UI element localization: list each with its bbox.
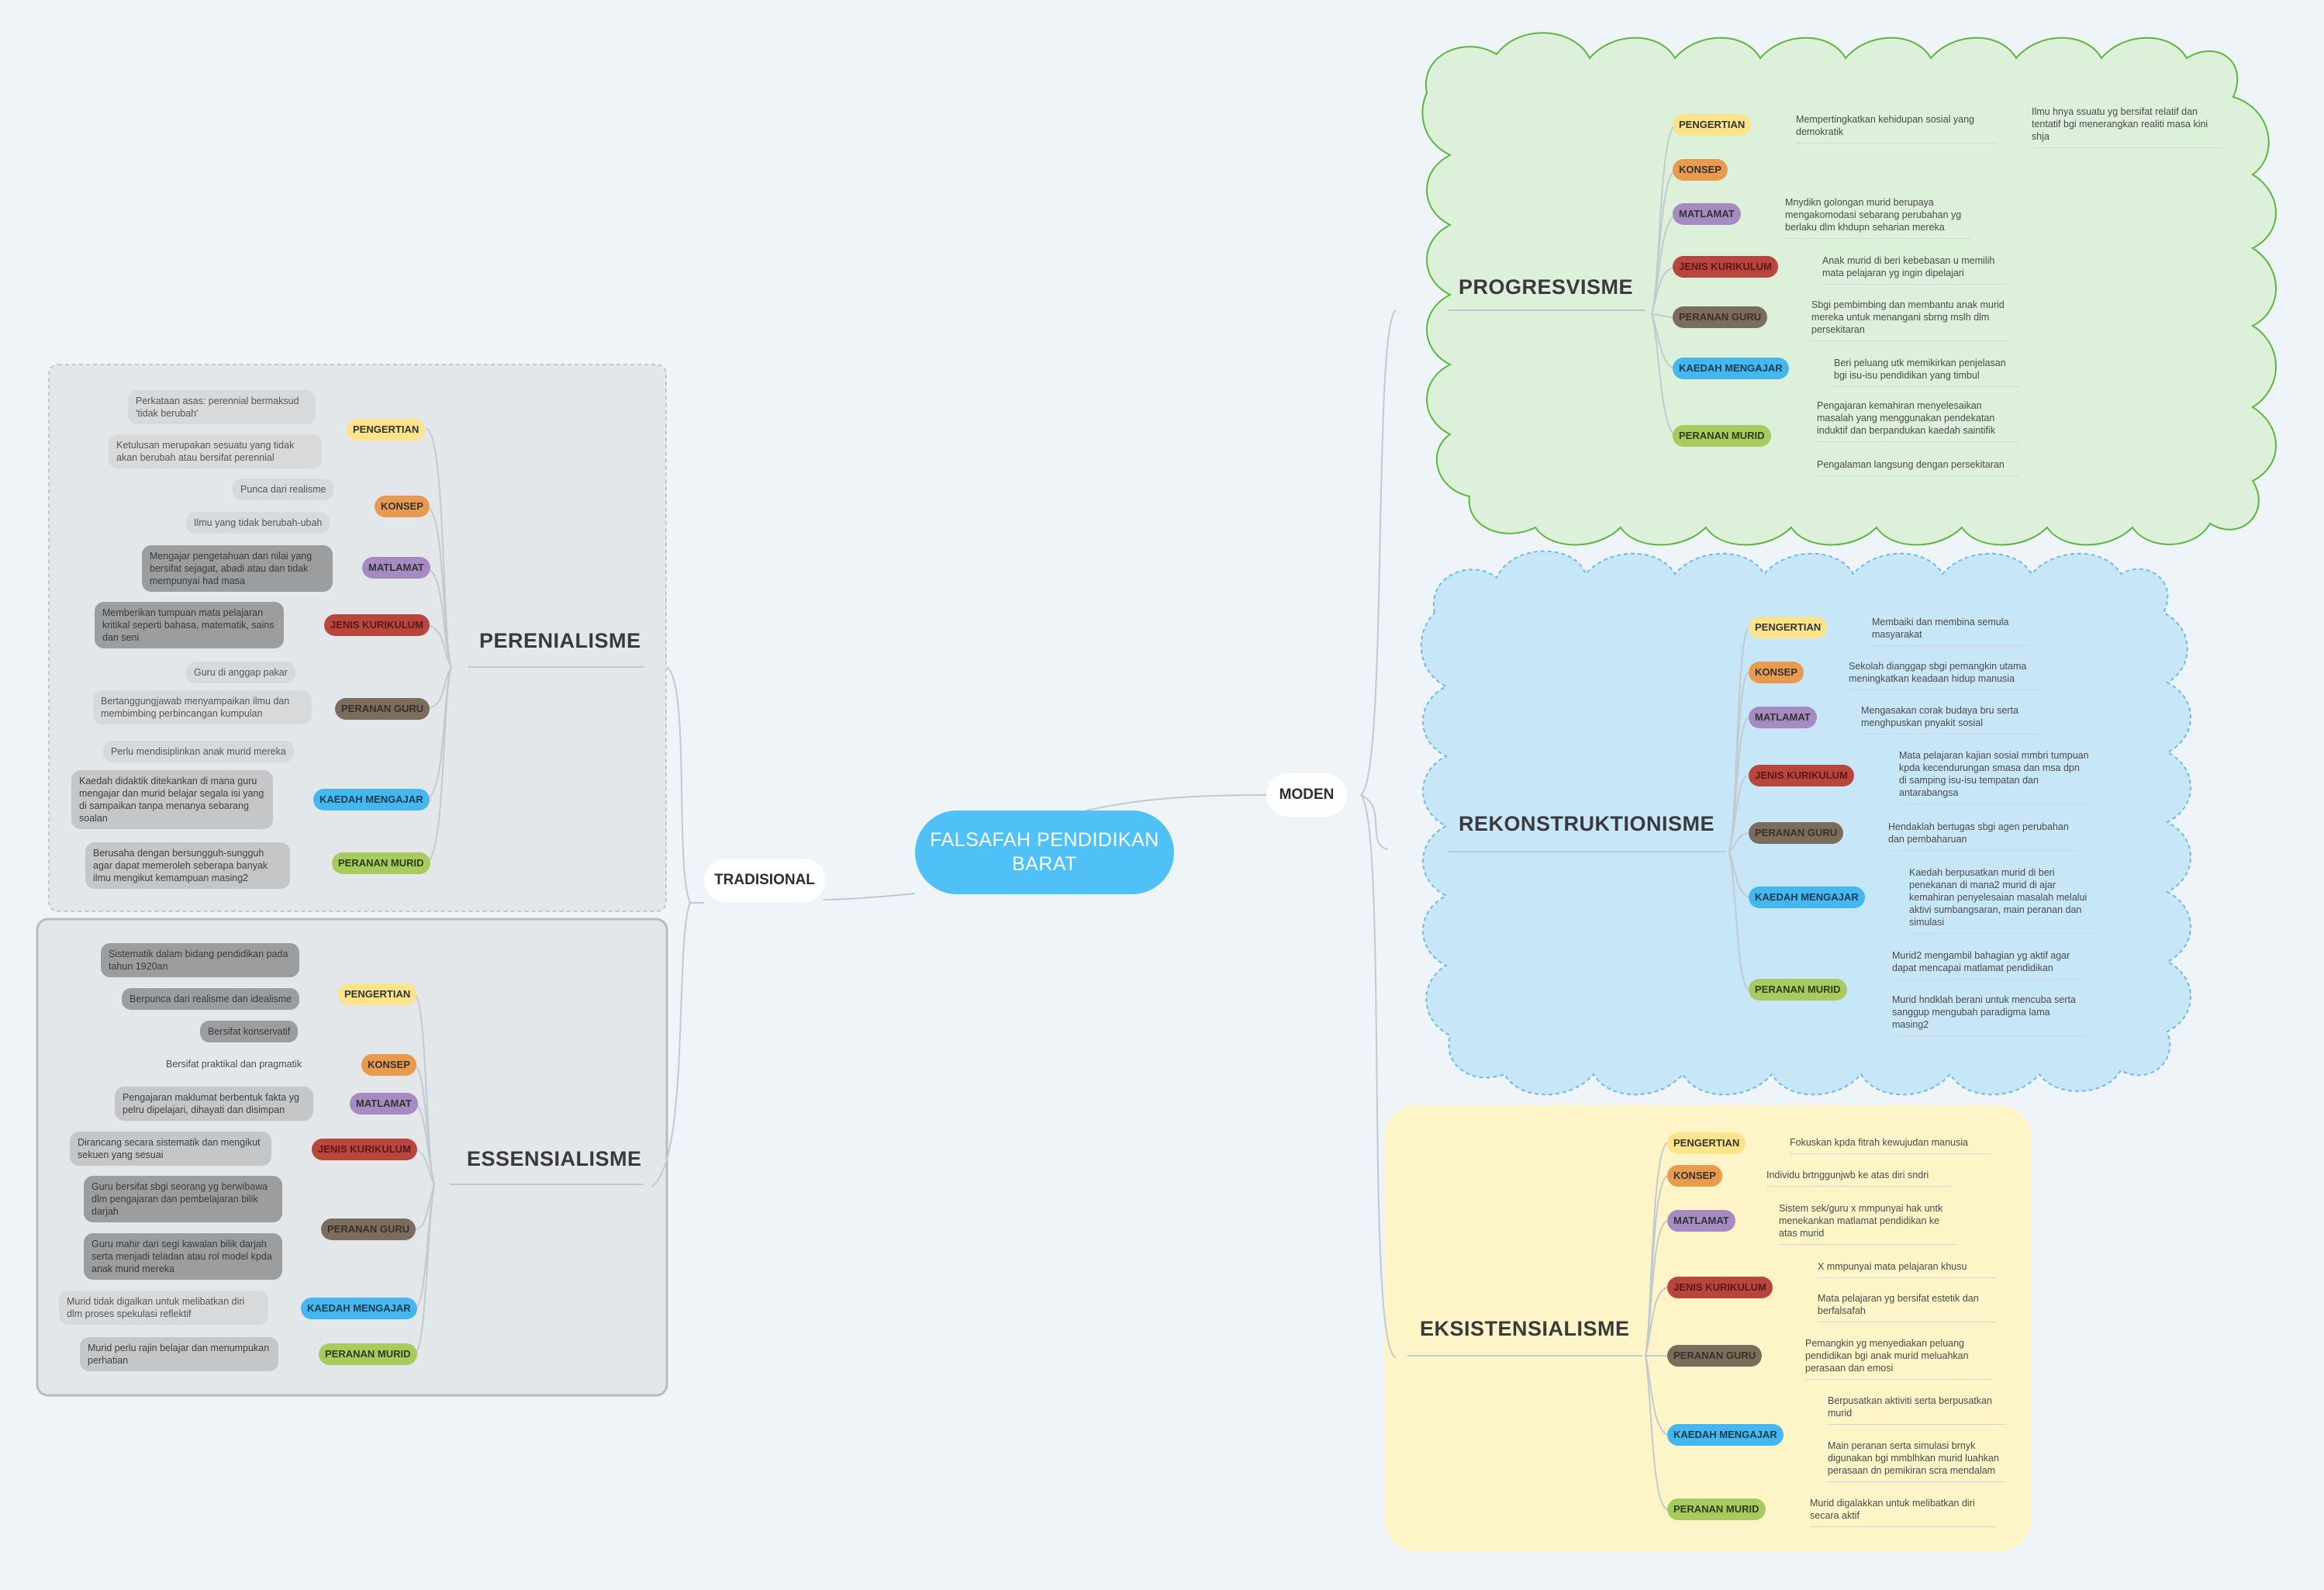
perenialisme-title[interactable]: PERENIALISME (479, 629, 641, 652)
eksis-jenis-leaf-1[interactable]: X mmpunyai mata pelajaran khusu (1818, 1260, 1996, 1278)
rekon-kaedah-pill[interactable]: KAEDAH MENGAJAR (1749, 887, 1865, 908)
rekon-kaedah-leaf[interactable]: Kaedah berpusatkan murid di beri penekan… (1909, 866, 2099, 934)
eksis-matlamat-leaf[interactable]: Sistem sek/guru x mmpunyai hak untk mene… (1779, 1202, 1957, 1245)
progresvisme-kaedah-pill[interactable]: KAEDAH MENGAJAR (1673, 358, 1789, 379)
progresvisme-jenis-pill[interactable]: JENIS KURIKULUM (1673, 256, 1778, 278)
rekon-jenis-leaf[interactable]: Mata pelajaran kajian sosial mmbri tumpu… (1899, 749, 2089, 804)
progresvisme-matlamat-pill[interactable]: MATLAMAT (1673, 203, 1741, 225)
progresvisme-kaedah-leaf[interactable]: Beri peluang utk memikirkan penjelasan b… (1834, 357, 2020, 387)
progresvisme-guru-pill[interactable]: PERANAN GURU (1673, 306, 1768, 328)
rekon-jenis-pill[interactable]: JENIS KURIKULUM (1749, 765, 1854, 786)
essensial-murid-pill[interactable]: PERANAN MURID (319, 1343, 417, 1365)
essensial-pengertian-leaf-1[interactable]: Sistematik dalam bidang pendidikan pada … (101, 943, 299, 977)
progresvisme-konsep-pill[interactable]: KONSEP (1673, 159, 1728, 181)
rekon-matlamat-pill[interactable]: MATLAMAT (1749, 707, 1817, 728)
eksis-matlamat-pill[interactable]: MATLAMAT (1667, 1210, 1735, 1232)
essensial-pengertian-pill[interactable]: PENGERTIAN (338, 983, 417, 1005)
progresvisme-pengertian-leaf-2[interactable]: Ilmu hnya ssuatu yg bersifat relatif dan… (2032, 105, 2222, 148)
perenial-matlamat-leaf[interactable]: Mengajar pengetahuan dan nilai yang bers… (142, 545, 333, 592)
rekon-murid-pill[interactable]: PERANAN MURID (1749, 979, 1847, 1001)
essensial-guru-leaf-1[interactable]: Guru bersifat sbgi seorang yg berwibawa … (84, 1176, 282, 1222)
eksis-guru-leaf[interactable]: Pemangkin yg menyediakan peluang pendidi… (1805, 1337, 1991, 1380)
essensial-jenis-pill[interactable]: JENIS KURIKULUM (312, 1139, 417, 1160)
perenial-matlamat-pill[interactable]: MATLAMAT (362, 557, 430, 579)
eksis-konsep-pill[interactable]: KONSEP (1667, 1165, 1722, 1187)
eksis-kaedah-pill[interactable]: KAEDAH MENGAJAR (1667, 1424, 1784, 1446)
eksis-murid-leaf[interactable]: Murid digalakkan untuk melibatkan diri s… (1810, 1497, 1996, 1527)
rekon-konsep-leaf[interactable]: Sekolah dianggap sbgi pemangkin utama me… (1849, 660, 2043, 690)
essensial-konsep-pill[interactable]: KONSEP (361, 1054, 416, 1076)
eksis-pengertian-pill[interactable]: PENGERTIAN (1667, 1132, 1746, 1154)
progresvisme-cloud (1421, 32, 2277, 546)
essensial-pengertian-leaf-2[interactable]: Berpunca dari realisme dan idealisme (122, 988, 300, 1010)
eksistensialisme-title[interactable]: EKSISTENSIALISME (1420, 1317, 1630, 1340)
perenial-konsep-leaf-1[interactable]: Punca dari realisme (233, 479, 334, 500)
root-topic[interactable]: FALSAFAH PENDIDIKAN BARAT (915, 811, 1174, 894)
essensial-kaedah-pill[interactable]: KAEDAH MENGAJAR (301, 1298, 417, 1319)
eksis-guru-pill[interactable]: PERANAN GURU (1667, 1345, 1763, 1367)
perenial-pengertian-pill[interactable]: PENGERTIAN (347, 419, 426, 441)
perenial-konsep-pill[interactable]: KONSEP (375, 496, 430, 517)
essensial-matlamat-leaf[interactable]: Pengajaran maklumat berbentuk fakta yg p… (115, 1087, 313, 1121)
essensial-kaedah-leaf[interactable]: Murid tidak digalkan untuk melibatkan di… (59, 1291, 268, 1325)
essensial-konsep-leaf[interactable]: Bersifat praktikal dan pragmatik (166, 1059, 302, 1070)
progresvisme-murid-pill[interactable]: PERANAN MURID (1673, 425, 1771, 447)
perenial-guru-leaf-3[interactable]: Perlu mendisiplinkan anak murid mereka (103, 741, 294, 762)
branch-tradisional[interactable]: TRADISIONAL (704, 859, 825, 902)
perenial-guru-leaf-1[interactable]: Guru di anggap pakar (186, 662, 295, 683)
eksis-murid-pill[interactable]: PERANAN MURID (1667, 1498, 1766, 1520)
perenial-guru-pill[interactable]: PERANAN GURU (335, 698, 430, 720)
rekon-murid-leaf-2[interactable]: Murid hndklah berani untuk mencuba serta… (1892, 994, 2086, 1036)
rekon-konsep-pill[interactable]: KONSEP (1749, 662, 1804, 683)
perenial-jenis-pill[interactable]: JENIS KURIKULUM (324, 614, 430, 636)
eksis-konsep-leaf[interactable]: Individu brtnggunjwb ke atas diri sndri (1766, 1169, 1953, 1187)
essensial-murid-leaf[interactable]: Murid perlu rajin belajar dan menumpukan… (80, 1337, 278, 1371)
perenial-pengertian-leaf-2[interactable]: Ketulusan merupakan sesuatu yang tidak a… (109, 434, 322, 468)
perenial-kaedah-leaf[interactable]: Kaedah didaktik ditekankan di mana guru … (71, 770, 273, 829)
progresvisme-guru-leaf[interactable]: Sbgi pembimbing dan membantu anak murid … (1811, 299, 2009, 341)
progresvisme-pengertian-pill[interactable]: PENGERTIAN (1673, 114, 1752, 136)
progresvisme-murid-leaf-1[interactable]: Pengajaran kemahiran menyelesaikan masal… (1817, 399, 2018, 442)
perenial-konsep-leaf-2[interactable]: Ilmu yang tidak berubah-ubah (186, 512, 330, 534)
perenial-pengertian-leaf-1[interactable]: Perkataan asas: perennial bermaksud 'tid… (128, 390, 316, 424)
perenial-murid-leaf[interactable]: Berusaha dengan bersungguh-sungguh agar … (85, 842, 290, 889)
eksis-kaedah-leaf-1[interactable]: Berpusatkan aktiviti serta berpusatkan m… (1828, 1395, 2006, 1425)
perenial-kaedah-pill[interactable]: KAEDAH MENGAJAR (313, 789, 430, 811)
eksis-kaedah-leaf-2[interactable]: Main peranan serta simulasi brnyk diguna… (1828, 1440, 2006, 1482)
eksis-pengertian-leaf[interactable]: Fokuskan kpda fitrah kewujudan manusia (1790, 1136, 1991, 1154)
rekon-pengertian-leaf[interactable]: Membaiki dan membina semula masyarakat (1872, 616, 2031, 646)
progresvisme-title[interactable]: PROGRESVISME (1459, 275, 1634, 299)
essensial-guru-leaf-2[interactable]: Guru mahir dari segi kawalan bilik darja… (84, 1233, 282, 1280)
rekonstruktionisme-title[interactable]: REKONSTRUKTIONISME (1459, 812, 1715, 835)
progresvisme-murid-leaf-2[interactable]: Pengalaman langsung dengan persekitaran (1817, 458, 2018, 476)
perenial-murid-pill[interactable]: PERANAN MURID (332, 852, 430, 874)
essensial-matlamat-pill[interactable]: MATLAMAT (350, 1093, 418, 1115)
rekon-guru-pill[interactable]: PERANAN GURU (1749, 822, 1844, 844)
branch-moden[interactable]: MODEN (1266, 773, 1347, 817)
eksis-jenis-pill[interactable]: JENIS KURIKULUM (1667, 1277, 1773, 1298)
eksistensialisme-box (1384, 1105, 2032, 1551)
rekon-guru-leaf[interactable]: Hendaklah bertugas sbgi agen perubahan d… (1888, 821, 2078, 851)
essensial-jenis-leaf[interactable]: Dirancang secara sistematik dan mengikut… (70, 1132, 271, 1166)
rekon-pengertian-pill[interactable]: PENGERTIAN (1749, 617, 1828, 638)
essensial-guru-pill[interactable]: PERANAN GURU (321, 1218, 416, 1240)
progresvisme-matlamat-leaf[interactable]: Mnydikn golongan murid berupaya mengakom… (1785, 196, 1971, 239)
perenial-jenis-leaf[interactable]: Memberikan tumpuan mata pelajaran kritik… (95, 602, 284, 648)
progresvisme-jenis-leaf[interactable]: Anak murid di beri kebebasan u memilih m… (1822, 254, 2008, 285)
progresvisme-pengertian-leaf-1[interactable]: Mempertingkatkan kehidupan sosial yang d… (1796, 113, 1998, 143)
rekon-murid-leaf-1[interactable]: Murid2 mengambil bahagian yg aktif agar … (1892, 949, 2086, 980)
essensialisme-title[interactable]: ESSENSIALISME (467, 1147, 642, 1170)
perenial-guru-leaf-2[interactable]: Bertanggungjawab menyampaikan ilmu dan m… (93, 690, 312, 724)
eksis-jenis-leaf-2[interactable]: Mata pelajaran yg bersifat estetik dan b… (1818, 1292, 1996, 1322)
essensial-pengertian-leaf-3[interactable]: Bersifat konservatif (200, 1021, 299, 1042)
rekon-matlamat-leaf[interactable]: Mengasakan corak budaya bru serta menghp… (1861, 704, 2039, 735)
